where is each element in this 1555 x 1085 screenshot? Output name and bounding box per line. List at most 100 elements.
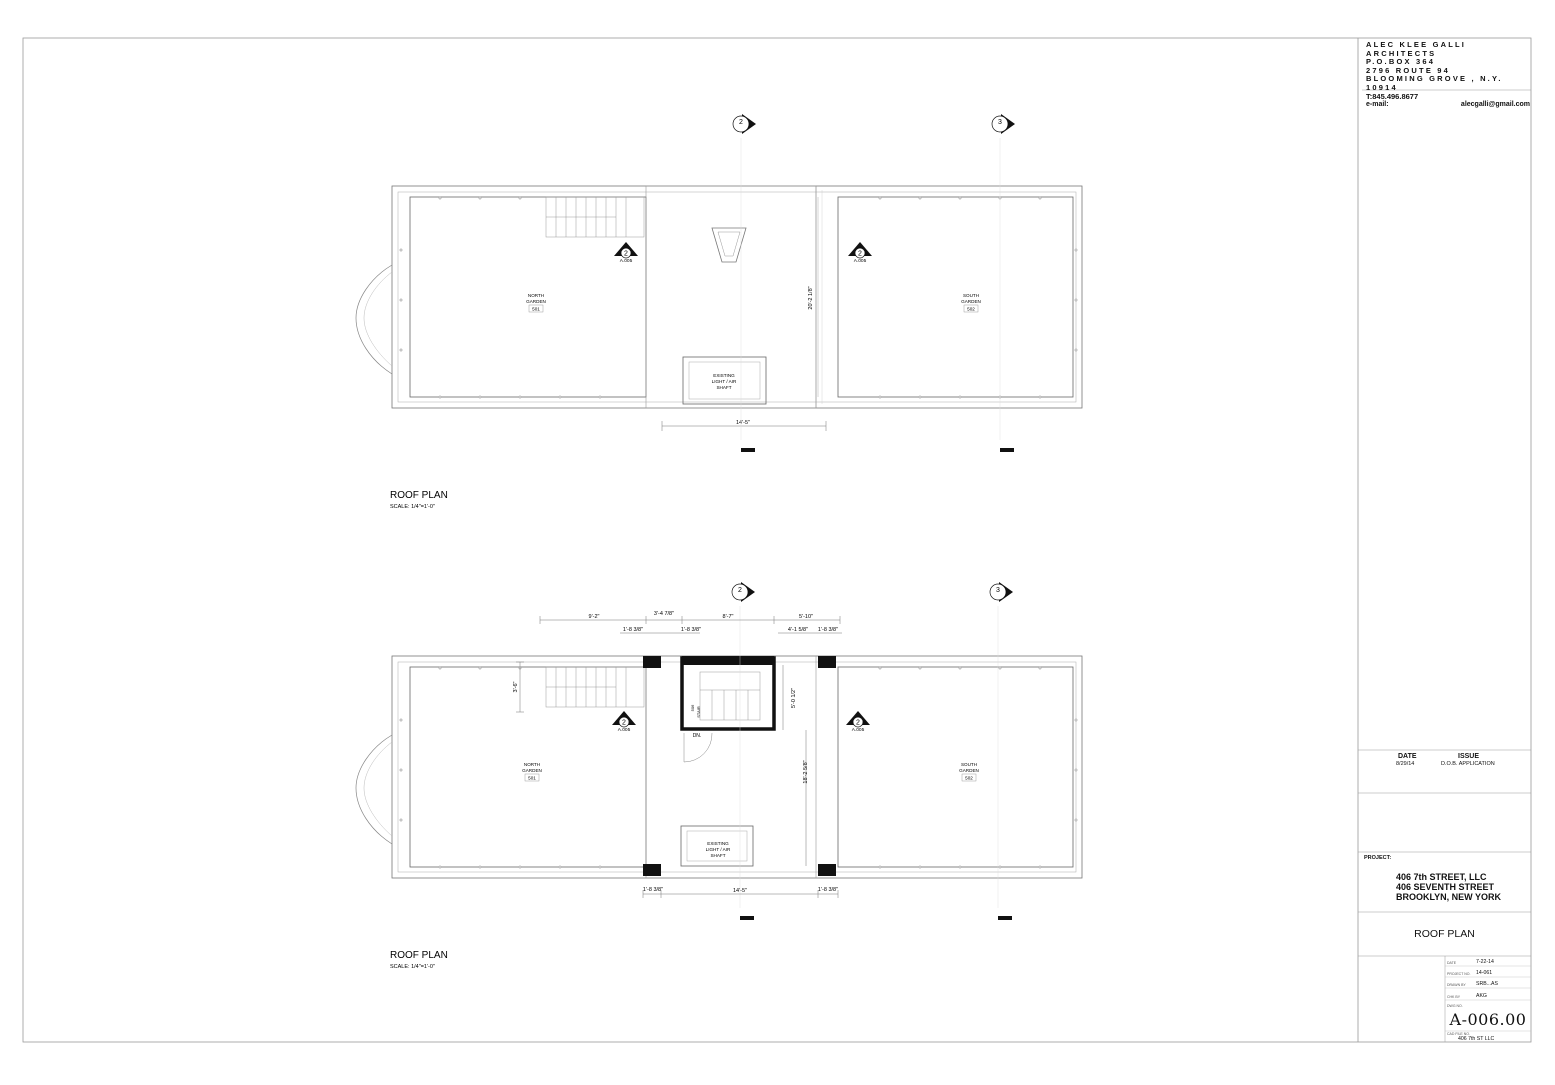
svg-text:A.005: A.005 <box>854 258 867 264</box>
section-marker-right: 2 A.005 <box>848 242 872 264</box>
svg-text:3: 3 <box>998 119 1002 126</box>
dim-8-7: 8'-7" <box>723 614 734 620</box>
south-room-name-2: GARDEN <box>959 768 979 773</box>
svg-text:2: 2 <box>856 720 860 727</box>
bulkhead-name: STAIR <box>696 706 701 718</box>
bay-window <box>355 734 393 845</box>
bay-window <box>355 264 393 375</box>
project-no-label: PROJECT NO. <box>1447 972 1471 976</box>
down-label: DN. <box>693 733 702 739</box>
building-outline <box>391 655 1083 879</box>
light-air-shaft <box>682 356 767 405</box>
architect-city: BLOOMING GROVE , N.Y. 10914 <box>1366 74 1503 92</box>
south-room-number: 502 <box>967 307 975 312</box>
dim-9-2: 9'-2" <box>589 614 600 620</box>
roof-plan-bottom: 506 STAIR DN. EXISTING LIGHT / AIR SHAFT… <box>355 582 1083 970</box>
stair-top <box>545 196 645 238</box>
dim-14-5: 14'-5" <box>733 888 747 894</box>
architect-phone: T:845.496.8677 <box>1366 91 1419 101</box>
north-room-name: NORTH <box>528 293 544 298</box>
south-garden-area <box>837 196 1074 398</box>
svg-text:3: 3 <box>996 587 1000 594</box>
sheet-title: ROOF PLAN <box>1414 928 1475 940</box>
shaft-label-3: SHAFT <box>716 385 731 390</box>
date-header: DATE <box>1398 753 1417 760</box>
svg-text:A.005: A.005 <box>618 727 631 733</box>
north-room-name: NORTH <box>524 762 540 767</box>
dim-vertical: 20'-2 1/8" <box>808 286 814 309</box>
dim-5-0: 5'-0 1/2" <box>791 688 797 708</box>
north-room-name-2: GARDEN <box>522 768 542 773</box>
info-date: 7-22-14 <box>1476 959 1494 965</box>
project-info: 406 7th STREET, LLC 406 SEVENTH STREET B… <box>1396 872 1501 902</box>
grid-bubble-3: 3 <box>989 582 1013 920</box>
architect-street: 2796 ROUTE 94 <box>1366 65 1451 75</box>
dim-1-8-d: 1'-8 3/8" <box>643 887 663 893</box>
light-air-shaft <box>680 825 754 867</box>
shaft-label-2: LIGHT / AIR <box>712 379 737 384</box>
project-label: PROJECT: <box>1364 855 1392 861</box>
shaft-label-1: EXISTING <box>707 841 729 846</box>
svg-text:A.005: A.005 <box>852 727 865 733</box>
dim-width: 14'-5" <box>736 420 750 426</box>
south-room-name: SOUTH <box>961 762 977 767</box>
dim-1-8-c: 1'-8 3/8" <box>818 627 838 633</box>
architect-email[interactable]: alecgalli@gmail.com <box>1460 101 1530 109</box>
svg-text:A.005: A.005 <box>620 258 633 264</box>
project-address: 406 SEVENTH STREET <box>1396 882 1495 892</box>
dim-1-8-e: 1'-8 3/8" <box>818 887 838 893</box>
south-room-number: 502 <box>965 776 973 781</box>
roof-vent <box>711 227 747 263</box>
dim-3-6: 3'-6" <box>513 681 519 692</box>
bulkhead-number: 506 <box>690 704 695 711</box>
north-room-number: 501 <box>528 776 536 781</box>
date-label: DATE <box>1447 961 1457 965</box>
dim-4-1: 4'-1 5/8" <box>788 627 808 633</box>
column <box>818 656 836 668</box>
dim-18-2: 18'-2 5/8" <box>803 760 809 783</box>
svg-text:2: 2 <box>738 587 742 594</box>
cad-file-label: CAD FILE NO. <box>1447 1032 1470 1036</box>
north-garden-area <box>409 666 647 868</box>
email-label: e-mail: <box>1366 101 1389 109</box>
grid-bubble-2: 2 <box>732 114 756 452</box>
chk-by-label: CHK BY <box>1447 995 1461 999</box>
svg-text:2: 2 <box>622 720 626 727</box>
svg-text:2: 2 <box>739 119 743 126</box>
column <box>643 864 661 876</box>
stair-bottom <box>545 666 645 708</box>
drawn-by-label: DRAWN BY <box>1447 983 1466 987</box>
shaft-label-2: LIGHT / AIR <box>706 847 731 852</box>
drawing-number: A-006.00 <box>1449 1010 1527 1029</box>
project-city: BROOKLYN, NEW YORK <box>1396 892 1502 902</box>
info-chk-by: AKG <box>1476 993 1487 999</box>
dim-5-10: 5'-10" <box>799 614 813 620</box>
issue-header: ISSUE <box>1458 753 1480 760</box>
info-project-no: 14-061 <box>1476 970 1493 976</box>
section-marker-left: 2 A.005 <box>614 242 638 264</box>
sheet-border <box>22 37 1532 1043</box>
column <box>643 656 661 668</box>
south-garden-area <box>837 666 1074 868</box>
column <box>818 864 836 876</box>
plan-title-top: ROOF PLAN <box>390 490 448 501</box>
info-drawn-by: SRB...AS <box>1476 981 1498 987</box>
project-name: 406 7th STREET, LLC <box>1396 872 1487 882</box>
svg-text:2: 2 <box>858 251 862 258</box>
cad-file-number: 406 7th ST LLC <box>1458 1036 1495 1042</box>
dim-3-4: 3'-4 7/8" <box>654 611 674 617</box>
shaft-label-3: SHAFT <box>710 853 725 858</box>
architect-po-box: P.O.BOX 364 <box>1366 57 1436 67</box>
grid-bubble-3: 3 <box>991 114 1015 452</box>
plan-scale-top: SCALE: 1/4"=1'-0" <box>390 504 435 510</box>
section-marker-right: 2 A.005 <box>846 711 870 733</box>
grid-bubble-2: 2 <box>731 582 755 920</box>
architect-name: ALEC KLEE GALLI ARCHITECTS <box>1366 40 1467 58</box>
architect-block: ALEC KLEE GALLI ARCHITECTS P.O.BOX 364 2… <box>1366 40 1530 109</box>
north-room-name-2: GARDEN <box>526 299 546 304</box>
plan-scale-bottom: SCALE: 1/4"=1'-0" <box>390 964 435 970</box>
south-room-name: SOUTH <box>963 293 979 298</box>
revision-issue: D.O.B. APPLICATION <box>1441 761 1495 767</box>
